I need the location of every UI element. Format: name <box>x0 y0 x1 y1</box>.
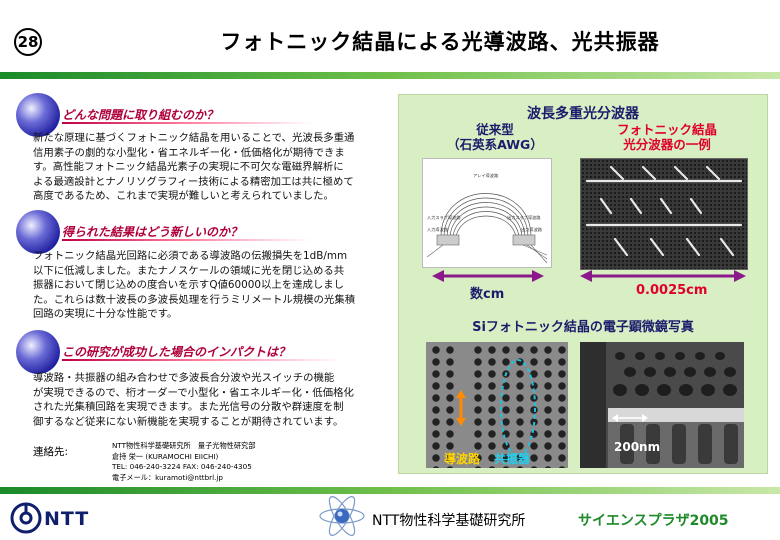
expo-name: サイエンスプラザ2005 <box>578 513 729 529</box>
sem-sideview-image <box>580 342 744 468</box>
contact-person: 倉持 栄一 (KURAMOCHI EIICHI) <box>112 451 219 461</box>
sem-topview-image <box>426 342 568 468</box>
section-2-line: 振器において閉じ込めの度合いを示すQ値60000以上を達成しまし <box>33 279 345 292</box>
poster-number: 28 <box>17 33 39 51</box>
contact-block: NTT物性科学基礎研究所 量子光物性研究部 倉持 栄一 (KURAMOCHI E… <box>112 441 392 483</box>
pc-size-label: 0.0025cm <box>636 283 708 298</box>
contact-email: 電子メール：kuramoti@nttbrl.jp <box>112 472 223 482</box>
section-2-line: 回路の実現に十分な性能です。 <box>33 308 178 321</box>
pc-title-line-2: 光分波器の一例 <box>623 137 711 152</box>
section-1-line: 新たな原理に基づくフォトニック結晶を用いることで、光波長多重通 <box>33 132 355 144</box>
section-3-body: 導波路・共振器の組み合わせで多波長合分波や光スイッチの機能 が実現できるので、桁… <box>33 371 378 429</box>
section-2-body: フォトニック結晶光回路に必須である導波路の伝搬損失を1dB/mm 以下に低減しま… <box>33 249 378 322</box>
sem-sideview-graphic <box>580 342 744 468</box>
section-1-line: 高度であるため、これまで実現が難しいと考えられていました。 <box>33 190 334 203</box>
scale-bar-label: 200nm <box>614 440 661 454</box>
section-1-heading-rule <box>62 122 312 124</box>
pc-size-arrow <box>580 270 746 282</box>
awg-title-line-1: 従来型 <box>476 122 514 137</box>
photonic-demux-image <box>580 158 748 270</box>
awg-size-arrow <box>432 270 544 282</box>
waveguide-label: 導波路 <box>444 452 481 466</box>
section-2-heading: 得られた結果はどう新しいのか？ <box>62 225 243 239</box>
section-3-line: された光集積回路を実現できます。また光信号の分散や群速度を制 <box>33 401 344 414</box>
contact-label: 連絡先: <box>33 446 69 458</box>
ntt-logo-text: NTT <box>44 508 90 530</box>
awg-title: 従来型 （石英系AWG） <box>425 122 565 152</box>
section-3-heading-rule <box>62 359 342 361</box>
section-2-heading-rule <box>62 239 312 241</box>
awg-label-in-wg: 入力導波路 <box>427 226 449 233</box>
resonator-label: 共振器 <box>494 452 531 466</box>
atom-logo-icon <box>319 496 365 536</box>
awg-label-in-slab: 入力スラブ導波路 <box>427 214 461 221</box>
awg-size-label: 数cm <box>470 287 505 302</box>
photonic-demux-graphic <box>585 165 743 257</box>
sem-title: Siフォトニック結晶の電子顕微鏡写真 <box>472 320 694 335</box>
header-divider <box>0 72 780 79</box>
section-3-line: 導波路・共振器の組み合わせで多波長合分波や光スイッチの機能 <box>33 372 335 384</box>
section-2-line: フォトニック結晶光回路に必須である導波路の伝搬損失を1dB/mm <box>33 250 348 262</box>
section-2-line: た。これらは数十波長の多波長処理を行うミリメートル規模の光集積 <box>33 293 356 306</box>
awg-label-out-slab: 出力スラブ導波路 <box>507 214 541 221</box>
awg-label-array: アレイ導波路 <box>473 172 499 179</box>
section-3-line: 御するなど従来にない新機能を実現することが期待されています。 <box>33 415 344 428</box>
contact-phone: TEL: 046-240-3224 FAX: 046-240-4305 <box>112 462 252 471</box>
awg-label-out-wg: 出力導波路 <box>521 226 543 233</box>
section-2-line: 以下に低減しました。またナノスケールの領域に光を閉じ込める共 <box>33 264 345 277</box>
awg-title-line-2: （石英系AWG） <box>447 137 543 152</box>
contact-org: NTT物性科学基礎研究所 量子光物性研究部 <box>112 441 256 450</box>
awg-diagram-graphic: アレイ導波路 入力スラブ導波路 出力スラブ導波路 入力導波路 出力導波路 <box>426 172 548 264</box>
section-3-bullet-icon <box>16 330 60 374</box>
figure-panel-title: 波長多重光分波器 <box>527 106 639 122</box>
ntt-logo-icon <box>10 502 42 534</box>
footer-divider <box>0 487 780 494</box>
section-1-line: す。高性能フォトニック結晶光素子の実現に不可欠な電磁界解析に <box>33 161 344 174</box>
section-2-bullet-icon <box>16 210 60 254</box>
section-1-bullet-icon <box>16 93 60 137</box>
section-1-body: 新たな原理に基づくフォトニック結晶を用いることで、光波長多重通 信用素子の劇的な… <box>33 131 378 204</box>
sem-topview-overlay <box>454 342 536 468</box>
awg-diagram: アレイ導波路 入力スラブ導波路 出力スラブ導波路 入力導波路 出力導波路 <box>422 158 552 268</box>
section-1-line: よる最適設計とナノリソグラフィー技術による精密加工は共に極めて <box>33 175 354 188</box>
poster-number-badge: 28 <box>14 28 42 56</box>
pc-title: フォトニック結晶 光分波器の一例 <box>592 122 742 152</box>
lab-name: NTT物性科学基礎研究所 <box>372 513 526 529</box>
section-3-line: が実現できるので、桁オーダーで小型化・省エネルギー化・低価格化 <box>33 386 354 399</box>
section-1-heading: どんな問題に取り組むのか？ <box>62 108 219 122</box>
section-1-line: 信用素子の劇的な小型化・省エネルギー化・低価格化が期待できま <box>33 146 345 159</box>
pc-title-line-1: フォトニック結晶 <box>616 122 717 137</box>
section-3-heading: この研究が成功した場合のインパクトは？ <box>62 345 291 359</box>
page-title: フォトニック結晶による光導波路、光共振器 <box>220 30 660 54</box>
